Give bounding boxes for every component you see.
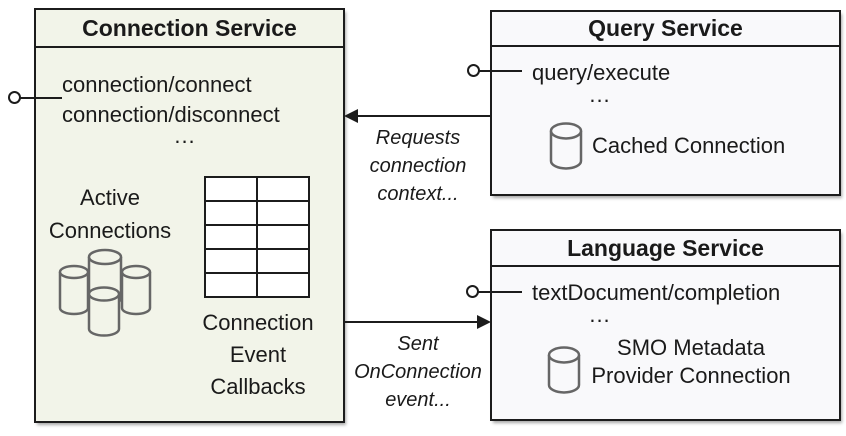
edge-query-to-connection-line bbox=[356, 115, 490, 117]
table-cell bbox=[206, 274, 256, 296]
language-endpoint-connector-icon bbox=[466, 285, 479, 298]
cached-connection-label: Cached Connection bbox=[592, 133, 786, 158]
query-methods-ellipsis: ... bbox=[589, 82, 611, 107]
connection-methods-ellipsis: ... bbox=[174, 123, 196, 148]
cached-connection-db-icon bbox=[549, 122, 583, 170]
edge-label-line1: Sent bbox=[397, 333, 439, 355]
table-cell bbox=[258, 202, 308, 224]
table-cell bbox=[206, 202, 256, 224]
smo-metadata-db-icon bbox=[547, 346, 581, 394]
edge-label-line2: OnConnection bbox=[354, 361, 482, 383]
table-cell bbox=[206, 226, 256, 248]
textdocument-completion-method: textDocument/completion bbox=[532, 280, 781, 305]
arrow-left-icon bbox=[344, 109, 358, 123]
smo-metadata-label-line2: Provider Connection bbox=[591, 363, 791, 388]
language-methods-ellipsis: ... bbox=[589, 302, 611, 327]
active-connections-label-line1: Active bbox=[80, 185, 140, 210]
active-connections-label-line2: Connections bbox=[48, 218, 172, 243]
edge-label-line3: event... bbox=[385, 389, 451, 411]
connection-connect-method: connection/connect bbox=[62, 72, 252, 97]
table-cell bbox=[258, 226, 308, 248]
smo-metadata-label-line1: SMO Metadata bbox=[617, 335, 765, 360]
callbacks-table-icon bbox=[204, 176, 310, 298]
connection-endpoint-stub-line bbox=[18, 97, 62, 99]
table-cell bbox=[258, 274, 308, 296]
arrow-right-icon bbox=[477, 315, 491, 329]
language-endpoint-stub-line bbox=[476, 291, 522, 293]
query-endpoint-stub-line bbox=[477, 70, 522, 72]
table-cell bbox=[258, 178, 308, 200]
query-service-title: Query Service bbox=[492, 12, 839, 47]
edge-connection-to-language-line bbox=[345, 321, 479, 323]
callbacks-label-line2: Event bbox=[229, 342, 287, 367]
edge-label-line3: context... bbox=[377, 183, 459, 205]
edge-label-line1: Requests bbox=[375, 127, 461, 149]
table-cell bbox=[206, 250, 256, 272]
callbacks-label: Connection Event Callbacks bbox=[178, 307, 338, 403]
connection-endpoint-connector-icon bbox=[8, 91, 21, 104]
callbacks-label-line1: Connection bbox=[202, 310, 314, 335]
smo-metadata-label: SMO Metadata Provider Connection bbox=[578, 334, 804, 390]
connection-service-title: Connection Service bbox=[36, 10, 343, 48]
language-service-title: Language Service bbox=[492, 231, 839, 267]
query-execute-method: query/execute bbox=[532, 60, 671, 85]
language-service-box: Language Service bbox=[490, 229, 841, 421]
callbacks-label-line3: Callbacks bbox=[210, 374, 306, 399]
edge-label-line2: connection bbox=[369, 155, 467, 177]
edge-connection-to-language-label: Sent OnConnection event... bbox=[352, 330, 484, 414]
table-cell bbox=[206, 178, 256, 200]
table-cell bbox=[258, 250, 308, 272]
edge-query-to-connection-label: Requests connection context... bbox=[352, 124, 484, 208]
query-service-box: Query Service bbox=[490, 10, 841, 196]
connection-disconnect-method: connection/disconnect bbox=[62, 102, 280, 127]
query-endpoint-connector-icon bbox=[467, 64, 480, 77]
active-connections-db-cluster-icon bbox=[58, 248, 152, 337]
active-connections-label: Active Connections bbox=[30, 181, 190, 247]
